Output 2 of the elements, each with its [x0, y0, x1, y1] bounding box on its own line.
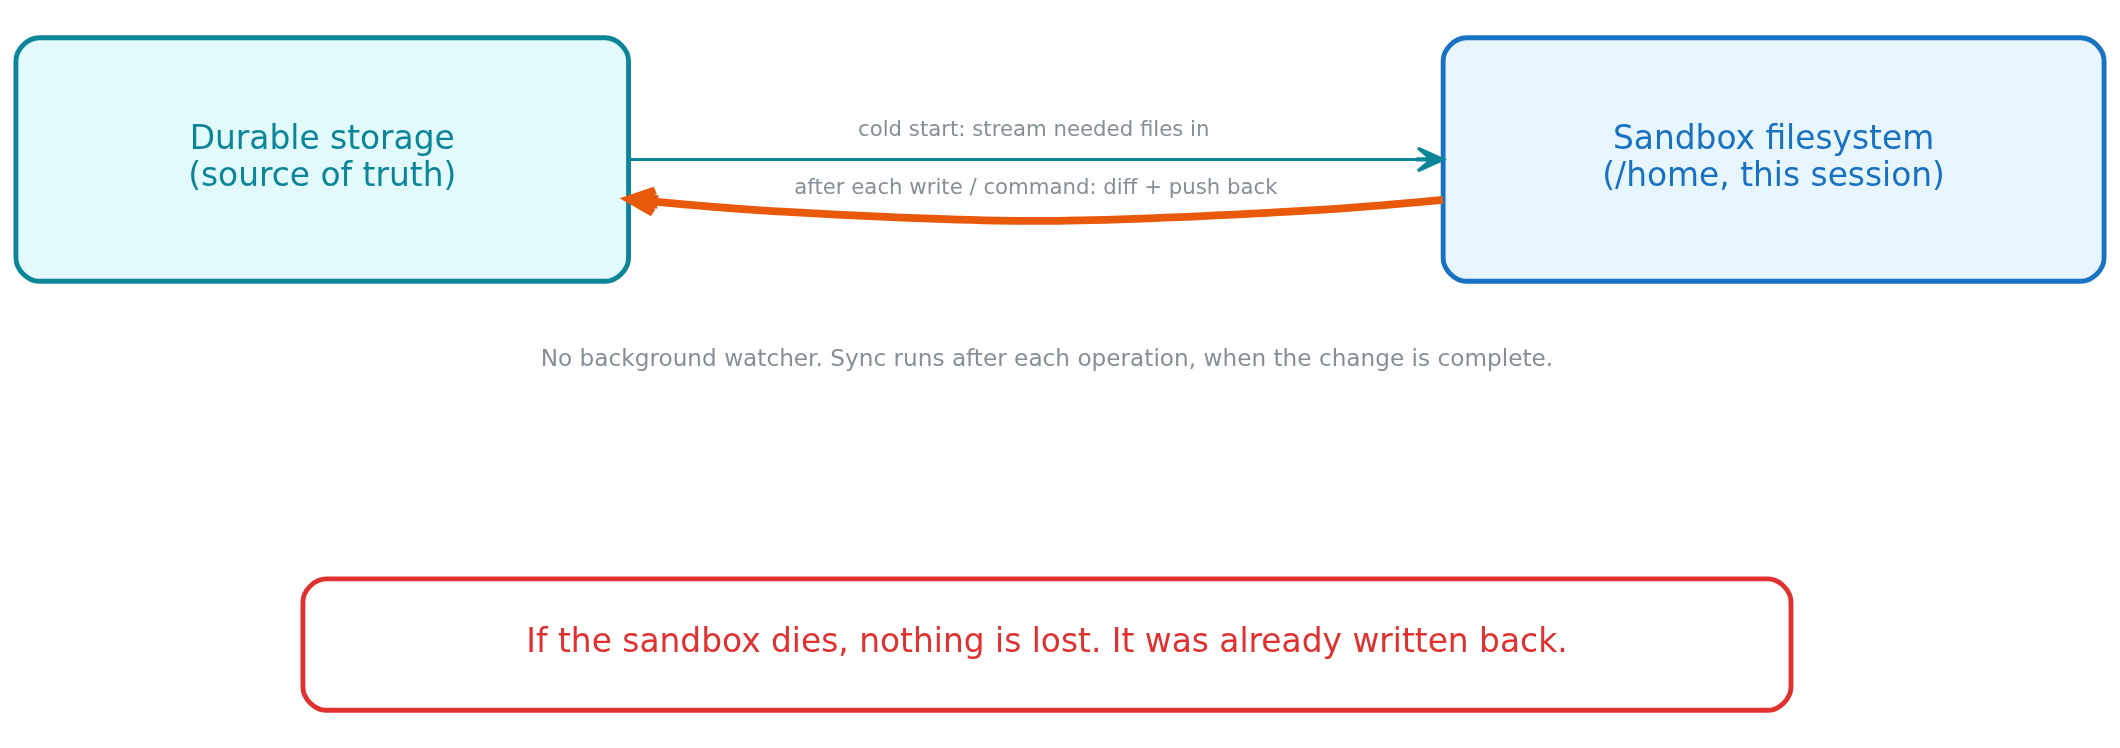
label: No background watcher. Sync runs after each operation, when the change is complete.	[540, 344, 1554, 372]
edge-label: cold start: stream needed files in	[858, 115, 1210, 141]
